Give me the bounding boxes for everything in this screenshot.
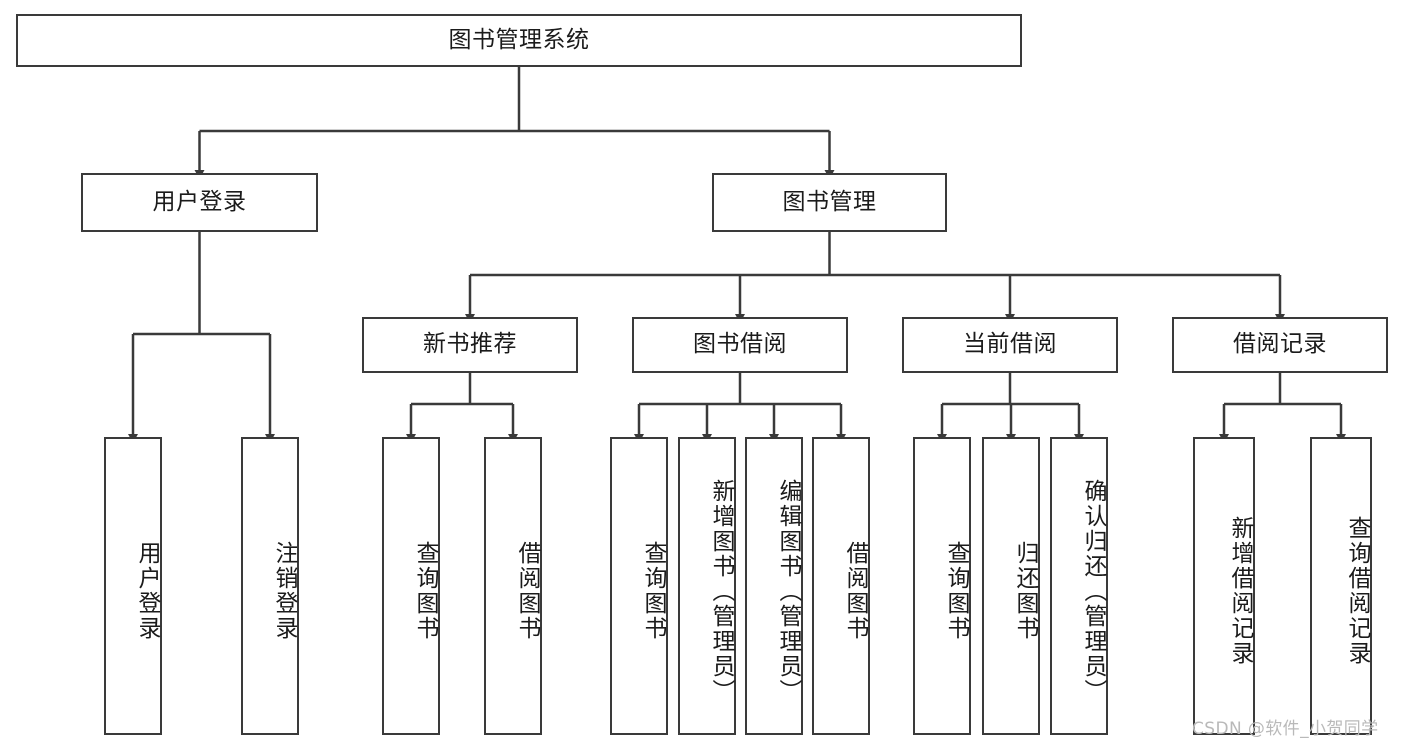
node-borrow-record[interactable]: 借阅记录 [1172, 317, 1388, 373]
node-book-manage[interactable]: 图书管理 [712, 173, 947, 232]
node-label: 编辑图书（管理员） [775, 478, 801, 704]
node-label: 图书借阅 [693, 331, 787, 358]
csdn-watermark: CSDN @软件_小贺同学 [1192, 719, 1379, 739]
node-leaf-query-record[interactable]: 查询借阅记录 [1310, 437, 1372, 735]
node-leaf-borrow-book-1[interactable]: 借阅图书 [484, 437, 542, 735]
node-label: 用户登录 [134, 541, 160, 641]
node-leaf-add-book[interactable]: 新增图书（管理员） [678, 437, 736, 735]
node-leaf-query-book-3[interactable]: 查询图书 [913, 437, 971, 735]
node-label: 确认归还（管理员） [1080, 478, 1106, 704]
node-label: 借阅图书 [514, 541, 540, 641]
node-label: 当前借阅 [963, 331, 1057, 358]
node-label: 借阅记录 [1233, 331, 1327, 358]
node-leaf-edit-book[interactable]: 编辑图书（管理员） [745, 437, 803, 735]
node-leaf-borrow-book-2[interactable]: 借阅图书 [812, 437, 870, 735]
node-label: 用户登录 [152, 188, 247, 215]
node-label: 新增图书（管理员） [708, 478, 734, 704]
node-leaf-query-book-1[interactable]: 查询图书 [382, 437, 440, 735]
node-label: 新书推荐 [423, 331, 517, 358]
node-label: 查询图书 [640, 541, 666, 641]
node-label: 归还图书 [1012, 541, 1038, 641]
node-new-book-rec[interactable]: 新书推荐 [362, 317, 578, 373]
node-leaf-add-record[interactable]: 新增借阅记录 [1193, 437, 1255, 735]
node-label: 查询图书 [943, 541, 969, 641]
node-leaf-user-login[interactable]: 用户登录 [104, 437, 162, 735]
node-label: 查询借阅记录 [1344, 516, 1370, 666]
node-label: 图书管理 [782, 188, 877, 215]
node-label: 查询图书 [412, 541, 438, 641]
node-user-login[interactable]: 用户登录 [81, 173, 318, 232]
node-leaf-query-book-2[interactable]: 查询图书 [610, 437, 668, 735]
node-book-borrow[interactable]: 图书借阅 [632, 317, 848, 373]
node-leaf-logout[interactable]: 注销登录 [241, 437, 299, 735]
node-leaf-confirm-return[interactable]: 确认归还（管理员） [1050, 437, 1108, 735]
node-label: 注销登录 [271, 541, 297, 641]
node-leaf-return-book[interactable]: 归还图书 [982, 437, 1040, 735]
node-label: 图书管理系统 [448, 26, 590, 53]
node-label: 新增借阅记录 [1227, 516, 1253, 666]
node-label: 借阅图书 [842, 541, 868, 641]
node-current-borrow[interactable]: 当前借阅 [902, 317, 1118, 373]
node-root[interactable]: 图书管理系统 [16, 14, 1022, 67]
